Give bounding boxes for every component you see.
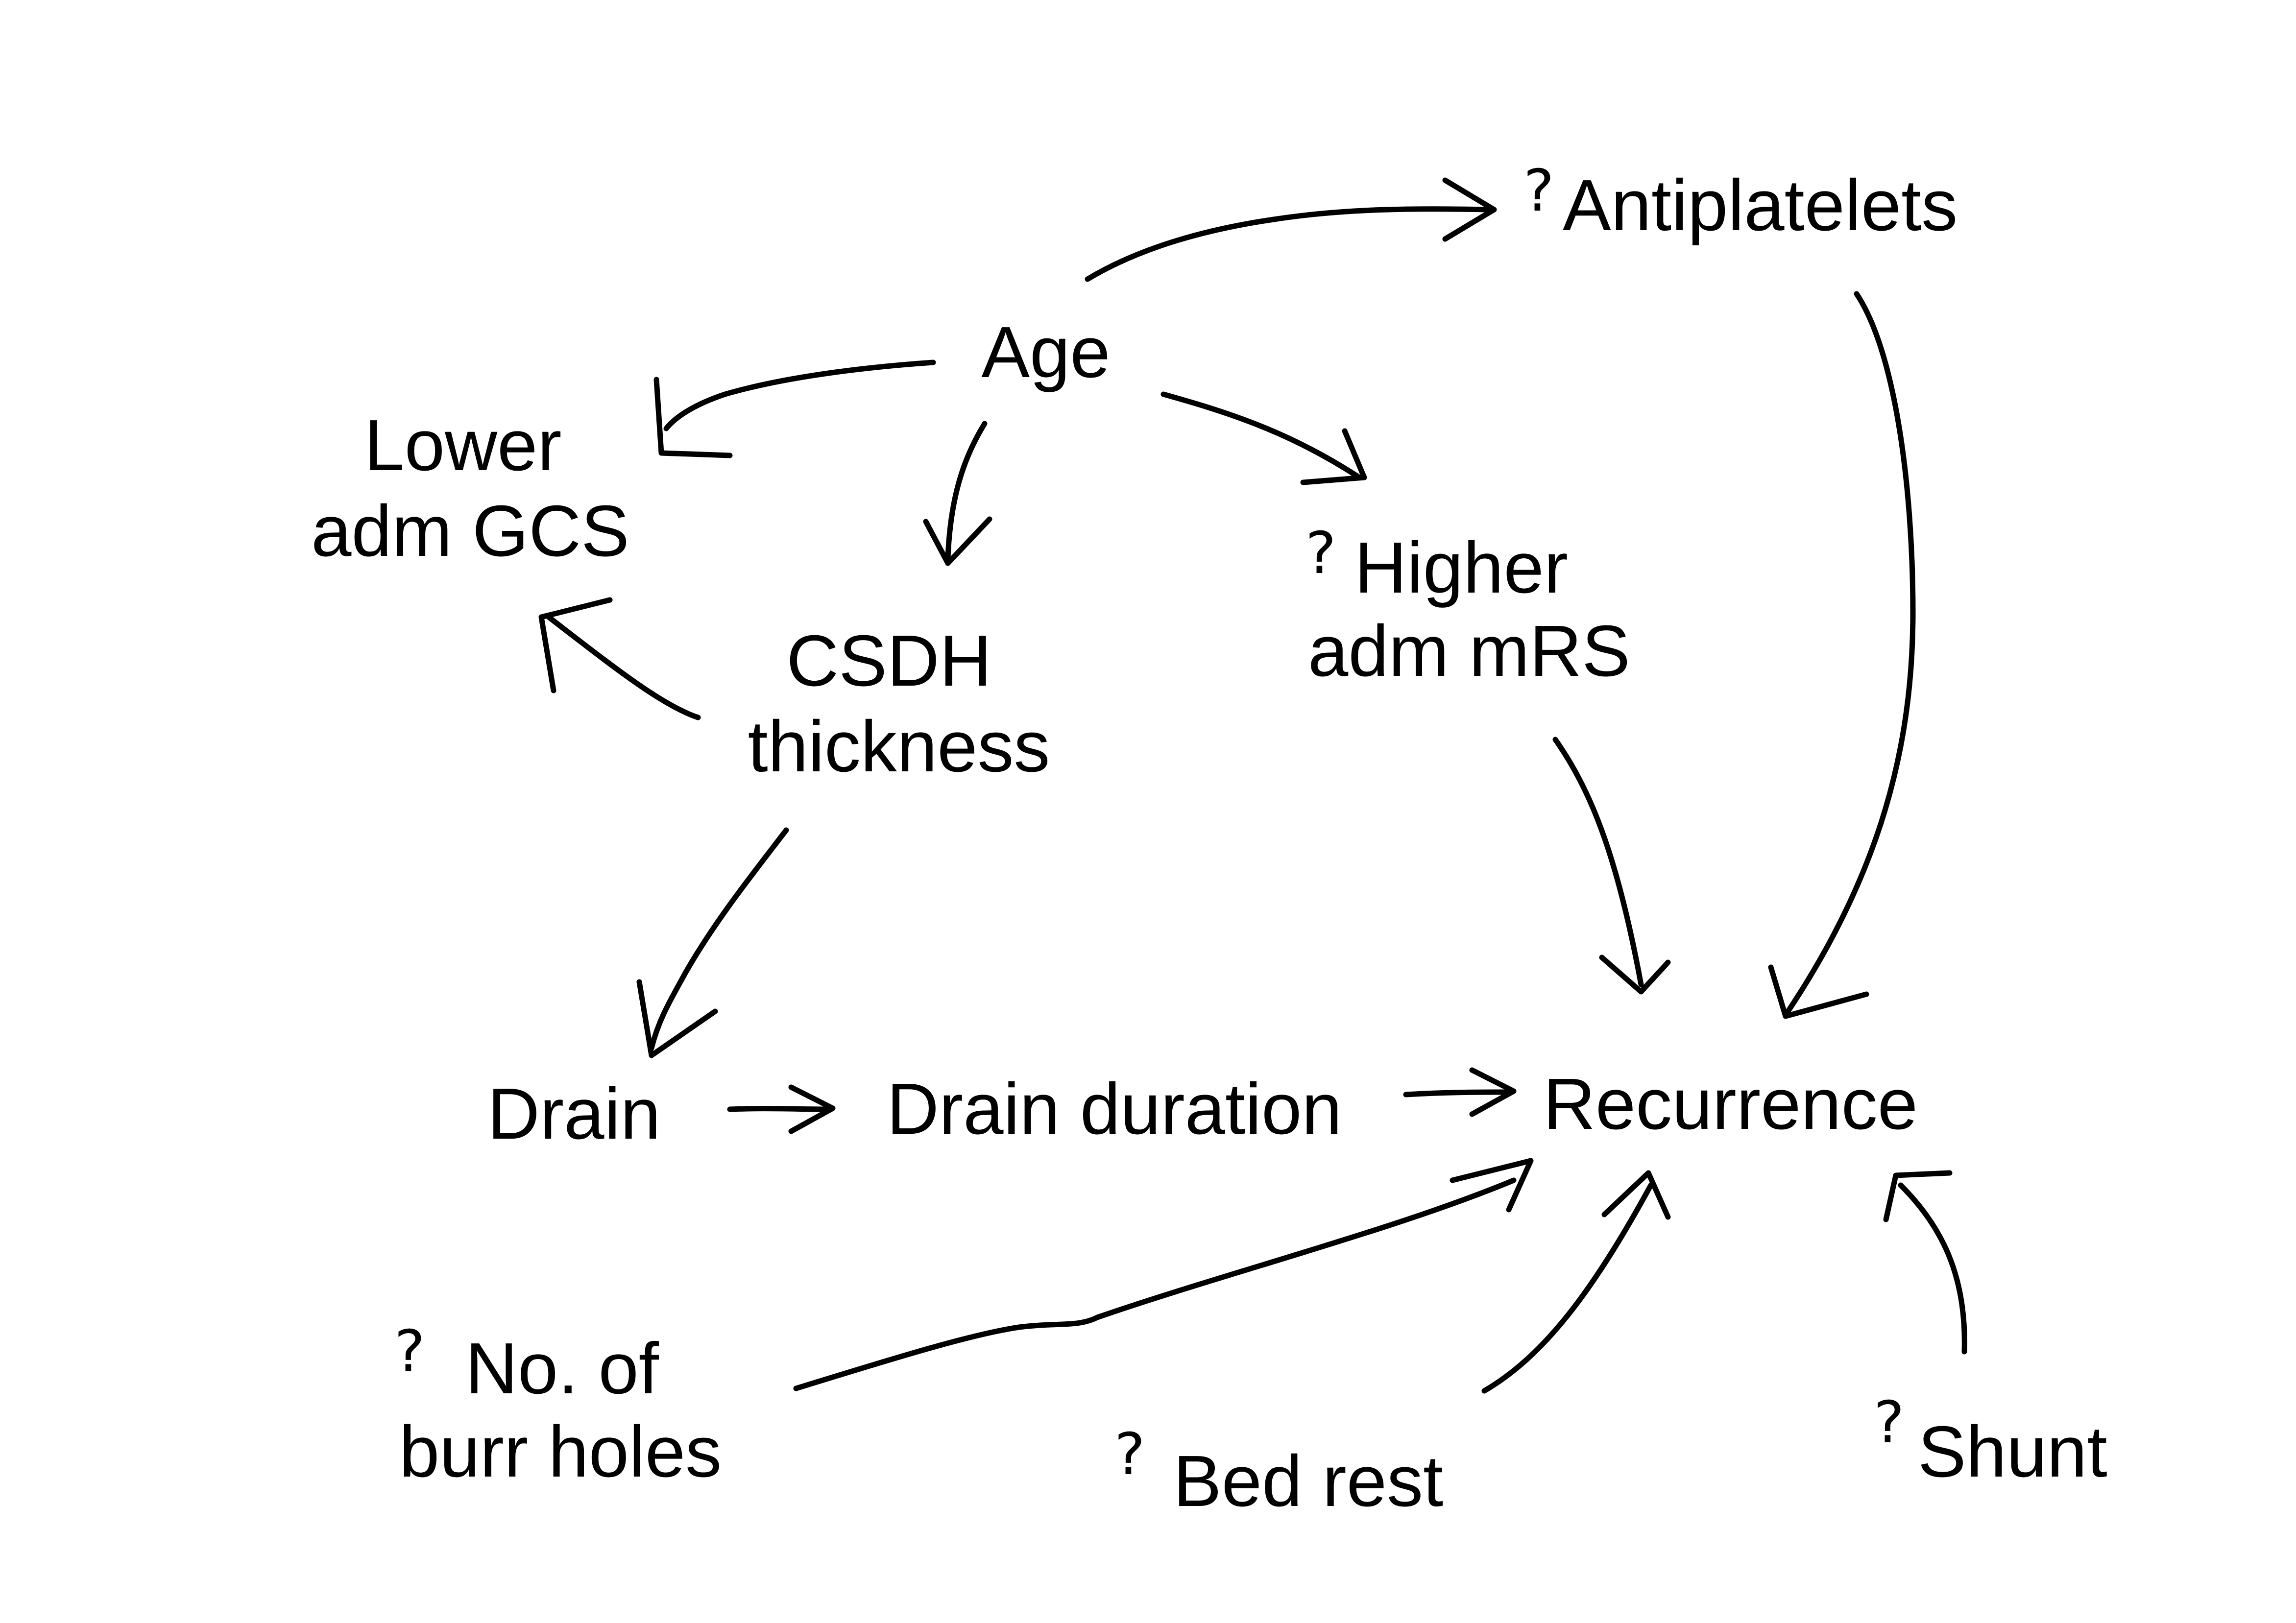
edge-drain-drain-duration [727,1084,836,1134]
node-recurrence-label: Recurrence [1543,1064,1918,1145]
node-recurrence: Recurrence [1543,1064,1918,1145]
node-antiplatelets-question-mark: ? [1523,157,1554,224]
node-higher-adm-mrs-line-2: adm mRS [1308,611,1630,692]
node-age: Age [981,312,1110,393]
node-burr-holes-line-2: burr holes [399,1411,722,1492]
node-lower-adm-gcs-line-2: adm GCS [311,491,629,572]
node-drain: Drain [487,1074,661,1154]
node-csdh-thickness-line-1: CSDH [786,621,991,701]
edge-age-csdh-thickness [923,421,992,566]
edge-higher-adm-mrs-recurrence [1552,737,1671,995]
edge-shunt-recurrence [1883,1170,1967,1355]
node-shunt-label: Shunt [1918,1411,2107,1492]
node-drain-duration: Drain duration [887,1069,1342,1149]
edge-csdh-thickness-lower-adm-gcs [538,597,701,720]
node-shunt-question-mark: ? [1874,1388,1905,1456]
edge-age-antiplatelets [1085,177,1497,282]
edge-age-lower-adm-gcs [653,359,936,458]
edge-age-higher-adm-mrs [1160,391,1367,485]
node-age-label: Age [981,312,1110,393]
node-antiplatelets-label: Antiplatelets [1563,165,1958,246]
node-bed-rest-question-mark: ? [1114,1420,1145,1488]
node-lower-adm-gcs-line-1: Lower [364,405,561,486]
node-higher-adm-mrs: ? Higher adm mRS [1305,519,1630,692]
node-drain-label: Drain [487,1074,661,1154]
node-shunt: ? Shunt [1874,1388,2107,1492]
node-drain-duration-label: Drain duration [887,1069,1342,1149]
edge-antiplatelets-recurrence [1768,291,1916,1019]
node-antiplatelets: ? Antiplatelets [1523,157,1958,246]
node-lower-adm-gcs: Lower adm GCS [311,405,629,572]
edge-drain-duration-recurrence [1403,1067,1517,1117]
node-higher-adm-mrs-line-1: Higher [1354,527,1568,608]
edge-burr-holes-recurrence [793,1158,1534,1391]
edge-csdh-thickness-drain [636,827,789,1058]
edge-bed-rest-recurrence [1481,1170,1671,1394]
node-burr-holes-line-1: No. of [465,1328,659,1409]
node-higher-adm-mrs-question-mark: ? [1305,519,1336,587]
node-bed-rest-label: Bed rest [1173,1441,1443,1522]
node-bed-rest: ? Bed rest [1114,1420,1443,1522]
node-burr-holes-question-mark: ? [394,1317,425,1385]
node-burr-holes: ? No. of burr holes [394,1317,722,1492]
node-csdh-thickness: CSDH thickness [748,621,1050,787]
node-csdh-thickness-line-2: thickness [748,706,1050,787]
